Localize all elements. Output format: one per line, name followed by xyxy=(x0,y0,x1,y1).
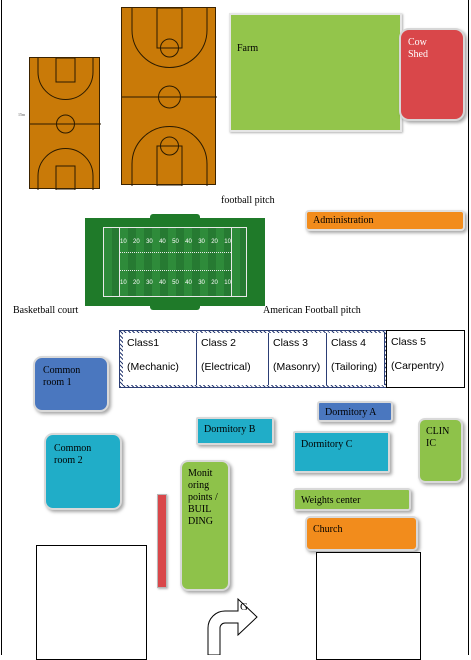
class-3-name: Class 3 xyxy=(273,337,309,349)
cow-shed-block[interactable]: Cow Shed xyxy=(399,28,465,121)
administration-block[interactable]: Administration xyxy=(305,210,465,231)
field-number: 40 xyxy=(185,239,192,245)
class-3-trade: (Masonry) xyxy=(273,361,321,373)
field-number: 30 xyxy=(198,280,205,286)
field-number: 50 xyxy=(172,239,179,245)
class-2-trade: (Electrical) xyxy=(201,361,251,373)
field-top-notch xyxy=(150,214,200,220)
dormitory-c-block[interactable]: Dormitory C xyxy=(293,431,390,473)
common-room-1-label: Common room 1 xyxy=(43,365,81,388)
field-number: 20 xyxy=(133,239,140,245)
field-number: 10 xyxy=(120,280,127,286)
field-number: 30 xyxy=(146,239,153,245)
church-label: Church xyxy=(313,524,343,535)
class-4-name: Class 4 xyxy=(331,337,367,349)
clinic-block[interactable]: CLIN IC xyxy=(418,418,463,483)
class-5[interactable]: Class 5 (Carpentry) xyxy=(386,330,465,388)
gate-label: G xyxy=(240,601,248,613)
common-room-2-label: Common room 2 xyxy=(54,443,92,466)
class-2-name: Class 2 xyxy=(201,337,237,349)
dormitory-b-label: Dormitory B xyxy=(204,424,256,435)
field-left-endzone-line xyxy=(119,227,120,297)
field-numbers-bottom: 10 20 30 40 50 40 30 20 10 xyxy=(120,280,231,286)
field-number: 10 xyxy=(224,239,231,245)
field-number: 10 xyxy=(224,280,231,286)
classes-building: Class1 (Mechanic) Class 2 (Electrical) C… xyxy=(119,330,387,388)
farm-label: Farm xyxy=(237,43,259,54)
football-pitch-court xyxy=(121,7,217,187)
dormitory-a-label: Dormitory A xyxy=(325,407,377,418)
field-right-endzone-line xyxy=(231,227,232,297)
field-number: 40 xyxy=(159,239,166,245)
class-5-name: Class 5 xyxy=(391,336,427,348)
field-bottom-notch xyxy=(150,304,200,310)
class-4-trade: (Tailoring) xyxy=(331,361,378,373)
field-number: 50 xyxy=(172,280,179,286)
red-strip xyxy=(157,494,167,588)
weights-center-block[interactable]: Weights center xyxy=(293,488,411,511)
field-number: 40 xyxy=(185,280,192,286)
right-border-line xyxy=(468,0,469,655)
monitoring-building-block[interactable]: Monit oring points / BUIL DING xyxy=(180,460,230,591)
field-number: 20 xyxy=(133,280,140,286)
class-1-name: Class1 xyxy=(127,337,160,349)
administration-label: Administration xyxy=(313,215,374,226)
field-playing-area xyxy=(103,227,247,297)
football-pitch-court-lines xyxy=(122,7,217,187)
dormitory-b-block[interactable]: Dormitory B xyxy=(196,417,274,445)
field-number: 30 xyxy=(198,239,205,245)
building-outline-left xyxy=(36,545,147,660)
class-2[interactable]: Class 2 (Electrical) xyxy=(197,333,269,385)
class-3[interactable]: Class 3 (Masonry) xyxy=(269,333,327,385)
common-room-2-block[interactable]: Common room 2 xyxy=(44,433,122,510)
american-football-pitch-label: American Football pitch xyxy=(263,305,361,316)
basketball-court-dims: 15m xyxy=(18,112,26,117)
dormitory-a-block[interactable]: Dormitory A xyxy=(317,401,393,422)
class-4[interactable]: Class 4 (Tailoring) xyxy=(327,333,385,385)
weights-center-label: Weights center xyxy=(301,495,361,506)
american-football-field: 10 20 30 40 50 40 30 20 10 10 20 30 40 5… xyxy=(85,214,265,310)
field-hashmarks-top xyxy=(120,252,231,254)
left-border-line xyxy=(1,0,2,655)
class-5-trade: (Carpentry) xyxy=(391,360,445,372)
farm-block[interactable]: Farm xyxy=(229,13,402,132)
field-number: 10 xyxy=(120,239,127,245)
cow-shed-label: Cow Shed xyxy=(408,37,428,60)
class-1-trade: (Mechanic) xyxy=(127,361,179,373)
monitoring-building-label: Monit oring points / BUIL DING xyxy=(188,468,218,527)
basketball-court-small-lines xyxy=(30,57,101,191)
class-1[interactable]: Class1 (Mechanic) xyxy=(123,333,197,385)
field-hashmarks-bottom xyxy=(120,270,231,272)
football-pitch-label: football pitch xyxy=(221,195,275,206)
building-outline-right xyxy=(316,552,421,660)
field-number: 30 xyxy=(146,280,153,286)
field-number: 40 xyxy=(159,280,166,286)
dormitory-c-label: Dormitory C xyxy=(301,439,353,450)
field-number: 20 xyxy=(211,239,218,245)
basketball-court-label: Basketball court xyxy=(13,305,79,316)
clinic-label: CLIN IC xyxy=(426,426,450,449)
field-number: 20 xyxy=(211,280,218,286)
gate-arrow xyxy=(207,597,258,655)
field-numbers-top: 10 20 30 40 50 40 30 20 10 xyxy=(120,239,231,245)
church-block[interactable]: Church xyxy=(305,516,418,551)
basketball-court-small xyxy=(29,57,101,191)
common-room-1-block[interactable]: Common room 1 xyxy=(33,356,109,412)
